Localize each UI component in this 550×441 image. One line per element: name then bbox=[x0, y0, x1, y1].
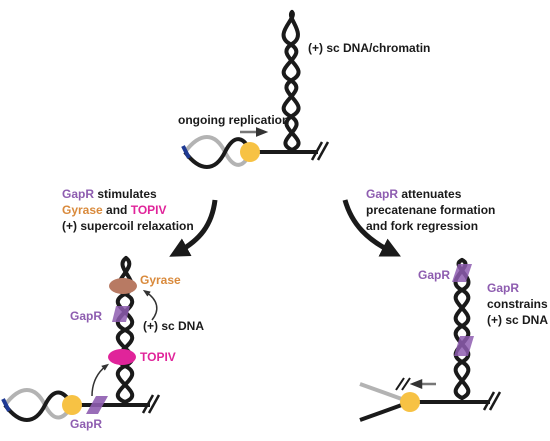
bl-sc-dna-label: (+) sc DNA bbox=[143, 319, 204, 333]
right-line3: and fork regression bbox=[366, 219, 478, 233]
left-gyrase-word: Gyrase bbox=[62, 203, 103, 217]
right-line1-rest: attenuates bbox=[398, 187, 462, 201]
bl-break-mark-2 bbox=[147, 394, 161, 414]
top-supercoil-label: (+) sc DNA/chromatin bbox=[308, 41, 430, 55]
right-branch-text: GapR attenuates precatenane formation an… bbox=[366, 187, 499, 233]
br-break-mark-1 bbox=[482, 391, 496, 411]
bl-gapr-upper-label: GapR bbox=[70, 309, 102, 323]
bl-gapr-lower-shape bbox=[86, 396, 108, 414]
bl-topiv-label: TOPIV bbox=[140, 350, 176, 364]
bl-curved-arrow-up bbox=[142, 289, 158, 321]
left-branch-text: GapR stimulates Gyrase and TOPIV (+) sup… bbox=[62, 187, 194, 233]
left-branch-arrow bbox=[169, 199, 218, 257]
left-line2-mid: and bbox=[103, 203, 131, 217]
top-daughter-black bbox=[183, 137, 252, 169]
top-supercoil-strand-b bbox=[284, 10, 301, 152]
bl-replisome bbox=[62, 395, 82, 415]
bl-curved-arrow-low bbox=[91, 363, 109, 397]
left-line3: (+) supercoil relaxation bbox=[62, 219, 194, 233]
br-constrains-line2: (+) sc DNA bbox=[487, 313, 548, 327]
br-slash-1 bbox=[395, 377, 405, 391]
br-replisome bbox=[400, 392, 420, 412]
left-gapr-word: GapR bbox=[62, 187, 94, 201]
top-replisome bbox=[240, 142, 260, 162]
top-fork bbox=[181, 10, 330, 169]
left-topiv-word: TOPIV bbox=[131, 203, 167, 217]
top-strand-end bbox=[181, 145, 191, 159]
bl-topiv-shape bbox=[108, 349, 136, 365]
bottom-left-fork bbox=[1, 256, 161, 422]
right-gapr-word: GapR bbox=[366, 187, 398, 201]
right-branch-arrow bbox=[342, 199, 401, 257]
bottom-right-fork bbox=[359, 258, 502, 422]
br-gapr-label-right: GapR bbox=[487, 281, 519, 295]
br-gapr-upper-shape bbox=[452, 264, 472, 282]
bl-strand-end bbox=[1, 398, 11, 412]
left-line1-rest: stimulates bbox=[94, 187, 157, 201]
top-break-mark-2 bbox=[316, 141, 330, 161]
br-gapr-label-left: GapR bbox=[418, 268, 450, 282]
bl-gyrase-label: Gyrase bbox=[140, 273, 181, 287]
br-gapr-lower-shape bbox=[454, 336, 474, 356]
bl-gapr-lower-label: GapR bbox=[70, 417, 102, 431]
bl-gyrase-shape bbox=[109, 278, 137, 294]
br-constrains-line1: constrains bbox=[487, 297, 548, 311]
bl-gapr-upper-shape bbox=[112, 306, 130, 322]
top-break-mark-1 bbox=[310, 141, 324, 161]
br-break-mark-2 bbox=[488, 391, 502, 411]
br-supercoil-strand-b bbox=[453, 258, 471, 400]
top-replication-label: ongoing replication bbox=[178, 113, 289, 127]
bl-break-mark-1 bbox=[141, 394, 155, 414]
bl-daughter-black bbox=[3, 390, 74, 422]
right-line2: precatenane formation bbox=[366, 203, 495, 217]
br-slash-2 bbox=[401, 377, 411, 391]
